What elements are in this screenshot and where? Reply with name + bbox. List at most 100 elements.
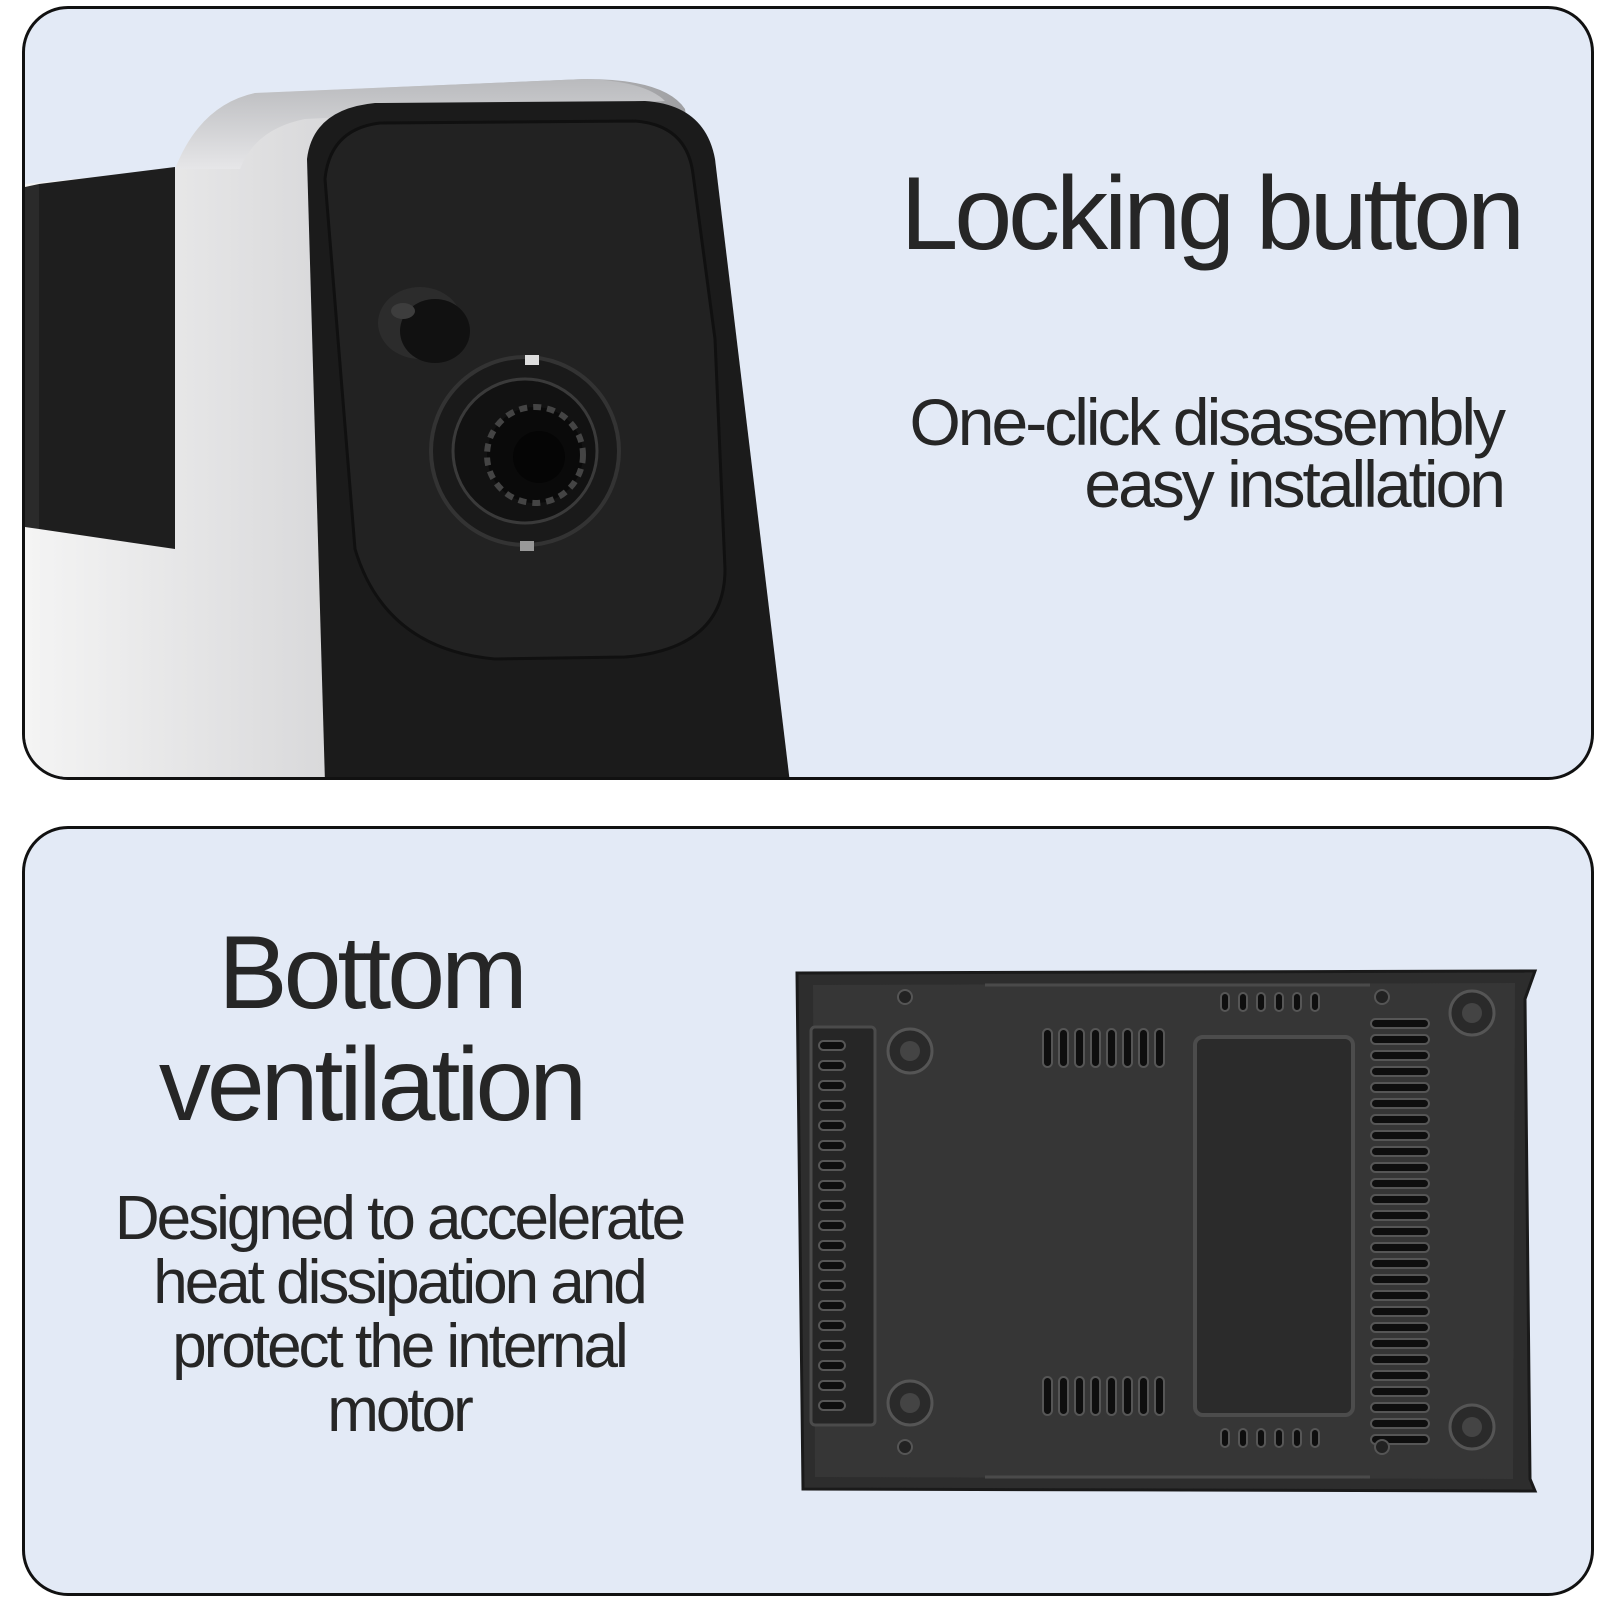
- vent-slot: [818, 1220, 846, 1231]
- description-line: easy installation: [1084, 447, 1506, 521]
- vent-slot: [1256, 1428, 1266, 1448]
- vent-slot: [1074, 1376, 1085, 1416]
- vent-slot: [1370, 1162, 1430, 1173]
- left-vent-slots: [818, 1040, 846, 1411]
- meat-grinder-locking-head-photo: [25, 79, 790, 777]
- vent-slot: [1090, 1028, 1101, 1068]
- screw-icon: [1374, 989, 1390, 1005]
- vent-slot: [1370, 1418, 1430, 1429]
- vent-slot: [1370, 1130, 1430, 1141]
- vent-slot: [1370, 1018, 1430, 1029]
- rubber-foot-icon: [1448, 1403, 1496, 1451]
- outlet-coupling-icon: [429, 355, 621, 551]
- vent-slot: [1370, 1242, 1430, 1253]
- vent-slot: [818, 1280, 846, 1291]
- device-bottom-vents-photo: [795, 969, 1538, 1493]
- vent-slot: [1310, 1428, 1320, 1448]
- vent-slot: [1058, 1028, 1069, 1068]
- vent-slot: [1138, 1376, 1149, 1416]
- vent-slot: [1122, 1028, 1133, 1068]
- screw-icon: [1374, 1439, 1390, 1455]
- vent-slot: [1274, 992, 1284, 1012]
- description-line: heat dissipation and: [153, 1248, 648, 1317]
- vent-slot: [1122, 1376, 1133, 1416]
- vent-slot: [1238, 992, 1248, 1012]
- rubber-foot-icon: [1448, 989, 1496, 1037]
- vent-slot: [1292, 1428, 1302, 1448]
- vent-slot: [1370, 1178, 1430, 1189]
- vent-slot: [1370, 1082, 1430, 1093]
- rubber-foot-icon: [886, 1027, 934, 1075]
- vent-slot: [1154, 1028, 1165, 1068]
- top-vent-slots: [1042, 992, 1320, 1068]
- vent-slot: [1370, 1194, 1430, 1205]
- description-line: Designed to accelerate: [114, 1184, 686, 1253]
- vent-slot: [818, 1320, 846, 1331]
- vent-slot: [1074, 1028, 1085, 1068]
- vent-slot: [818, 1340, 846, 1351]
- vent-slot: [818, 1240, 846, 1251]
- locking-button-panel: Locking button One-click disassembly eas…: [22, 6, 1594, 780]
- vent-slot: [1370, 1290, 1430, 1301]
- vent-slot: [1370, 1226, 1430, 1237]
- vent-slot: [1274, 1428, 1284, 1448]
- vent-slot: [818, 1140, 846, 1151]
- vent-slot: [1106, 1028, 1117, 1068]
- locking-button-title: Locking button: [900, 156, 1525, 272]
- vent-slot: [1370, 1322, 1430, 1333]
- vent-slot: [818, 1260, 846, 1271]
- vent-slot: [1042, 1028, 1053, 1068]
- rubber-foot-icon: [886, 1379, 934, 1427]
- vent-slot: [1106, 1376, 1117, 1416]
- vent-slot: [1370, 1274, 1430, 1285]
- vent-slot: [1370, 1210, 1430, 1221]
- vent-slot: [1370, 1338, 1430, 1349]
- vent-slot: [818, 1300, 846, 1311]
- bottom-ventilation-panel: Bottom ventilation Designed to accelerat…: [22, 826, 1594, 1596]
- vent-slot: [818, 1100, 846, 1111]
- vent-slot: [1370, 1050, 1430, 1061]
- vent-slot: [1370, 1066, 1430, 1077]
- vent-slot: [818, 1400, 846, 1411]
- vent-slot: [1042, 1376, 1053, 1416]
- vent-slot: [818, 1060, 846, 1071]
- title-line: Bottom: [218, 915, 527, 1031]
- vent-slot: [818, 1080, 846, 1091]
- vent-slot: [1370, 1098, 1430, 1109]
- description-line: One-click disassembly: [909, 385, 1506, 459]
- vent-slot: [1370, 1258, 1430, 1269]
- vent-slot: [1256, 992, 1266, 1012]
- vent-slot: [1220, 992, 1230, 1012]
- vent-slot: [1058, 1376, 1069, 1416]
- bottom-ventilation-title: Bottom ventilation: [121, 917, 621, 1141]
- vent-slot: [818, 1180, 846, 1191]
- vent-slot: [1370, 1146, 1430, 1157]
- bottom-ventilation-description: Designed to accelerate heat dissipation …: [39, 1187, 759, 1443]
- vent-slot: [818, 1200, 846, 1211]
- description-line: protect the internal: [172, 1312, 629, 1381]
- vent-slot: [1370, 1370, 1430, 1381]
- screw-icon: [897, 1439, 913, 1455]
- vent-slot: [818, 1040, 846, 1051]
- vent-slot: [1310, 992, 1320, 1012]
- screw-icon: [897, 989, 913, 1005]
- vent-slot: [1220, 1428, 1230, 1448]
- title-line: ventilation: [158, 1027, 587, 1143]
- vent-slot: [1370, 1386, 1430, 1397]
- vent-slot: [1370, 1306, 1430, 1317]
- vent-slot: [1238, 1428, 1248, 1448]
- vent-slot: [1370, 1402, 1430, 1413]
- vent-slot: [1370, 1114, 1430, 1125]
- vent-slot: [1090, 1376, 1101, 1416]
- vent-slot: [818, 1380, 846, 1391]
- locking-knob-icon: [378, 287, 470, 363]
- vent-slot: [818, 1120, 846, 1131]
- description-line: motor: [327, 1376, 473, 1445]
- locking-button-description: One-click disassembly easy installation: [909, 385, 1506, 521]
- bottom-vent-slots: [1042, 1376, 1320, 1448]
- vent-slot: [1154, 1376, 1165, 1416]
- vent-slot: [1292, 992, 1302, 1012]
- vent-slot: [818, 1160, 846, 1171]
- vent-slot: [1138, 1028, 1149, 1068]
- right-vent-slots: [1370, 1018, 1430, 1445]
